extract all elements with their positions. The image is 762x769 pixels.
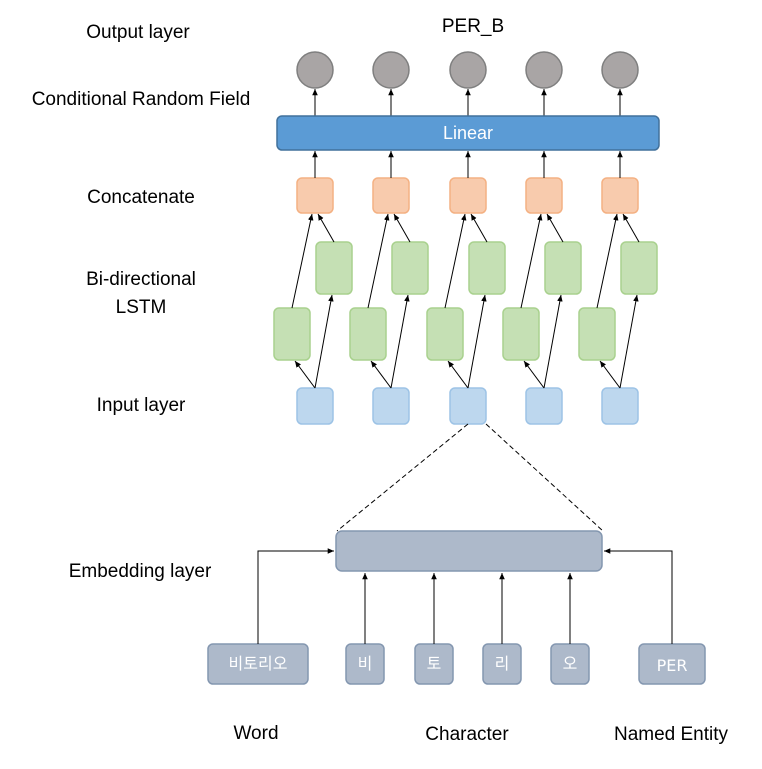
concat-node-4 bbox=[525, 177, 563, 214]
backward-to-concat-arrow-3 bbox=[470, 213, 488, 243]
lstm-forward-node-5 bbox=[578, 307, 616, 361]
lstm-backward-node-1 bbox=[315, 241, 353, 295]
lstm-forward-node-4 bbox=[502, 307, 540, 361]
forward-to-concat-arrow-3 bbox=[444, 213, 467, 309]
lstm-forward-node-2 bbox=[349, 307, 387, 361]
input-to-backward-arrow-1 bbox=[314, 294, 334, 389]
entity-to-embedding-arrow bbox=[604, 548, 673, 644]
forward-to-concat-arrow-5 bbox=[596, 213, 619, 309]
lstm-forward-node-1 bbox=[273, 307, 311, 361]
concatenate-label: Concatenate bbox=[87, 187, 195, 208]
input-to-forward-arrow-2 bbox=[370, 360, 392, 389]
named-entity-label: Named Entity bbox=[614, 724, 729, 745]
sequence-columns bbox=[273, 51, 658, 425]
output-node-3 bbox=[449, 51, 487, 89]
input-layer-label: Input layer bbox=[97, 395, 186, 416]
concat-node-3 bbox=[449, 177, 487, 214]
character-token-label-3: 리 bbox=[495, 654, 510, 673]
output-node-1 bbox=[296, 51, 334, 89]
lstm-backward-node-2 bbox=[391, 241, 429, 295]
forward-to-concat-arrow-2 bbox=[367, 213, 390, 309]
character-token-label-2: 토 bbox=[427, 654, 442, 673]
input-to-backward-arrow-5 bbox=[619, 294, 639, 389]
embedding-layer-label: Embedding layer bbox=[69, 561, 212, 582]
output-node-5 bbox=[601, 51, 639, 89]
forward-to-concat-arrow-1 bbox=[291, 213, 314, 309]
output-layer-label: Output layer bbox=[86, 22, 190, 43]
input-to-backward-arrow-2 bbox=[390, 294, 410, 389]
entity-token-label: PER bbox=[657, 656, 688, 675]
concat-node-1 bbox=[296, 177, 334, 214]
input-node-5 bbox=[601, 387, 639, 425]
backward-to-concat-arrow-4 bbox=[546, 213, 564, 243]
linear-label: Linear bbox=[443, 123, 493, 143]
crf-label: Conditional Random Field bbox=[32, 89, 251, 110]
backward-to-concat-arrow-2 bbox=[393, 213, 411, 243]
input-to-forward-arrow-4 bbox=[523, 360, 545, 389]
character-label: Character bbox=[425, 724, 509, 745]
backward-to-concat-arrow-1 bbox=[317, 213, 335, 243]
word-label: Word bbox=[233, 723, 278, 744]
concat-node-2 bbox=[372, 177, 410, 214]
output-node-4 bbox=[525, 51, 563, 89]
word-to-embedding-arrow bbox=[257, 548, 334, 644]
lstm-backward-node-4 bbox=[544, 241, 582, 295]
input-to-forward-arrow-5 bbox=[599, 360, 621, 389]
input-to-forward-arrow-3 bbox=[447, 360, 469, 389]
input-to-backward-arrow-3 bbox=[467, 294, 487, 389]
projection-right-dashed-line bbox=[485, 423, 604, 532]
projection-left-dashed-line bbox=[336, 423, 469, 532]
embedding-layer-box bbox=[335, 530, 603, 572]
output-node-2 bbox=[372, 51, 410, 89]
backward-to-concat-arrow-5 bbox=[622, 213, 640, 243]
input-node-3 bbox=[449, 387, 487, 425]
word-token-label: 비토리오 bbox=[229, 654, 288, 673]
forward-to-concat-arrow-4 bbox=[520, 213, 543, 309]
character-token-label-1: 비 bbox=[358, 654, 373, 673]
input-node-4 bbox=[525, 387, 563, 425]
input-to-backward-arrow-4 bbox=[543, 294, 563, 389]
lstm-backward-node-3 bbox=[468, 241, 506, 295]
output-tag-label: PER_B bbox=[442, 16, 504, 37]
character-token-label-4: 오 bbox=[563, 654, 578, 673]
concat-node-5 bbox=[601, 177, 639, 214]
input-to-forward-arrow-1 bbox=[294, 360, 316, 389]
bilstm-label-line1: Bi-directional bbox=[86, 269, 196, 290]
bilstm-label-line2: LSTM bbox=[116, 297, 167, 318]
lstm-forward-node-3 bbox=[426, 307, 464, 361]
lstm-backward-node-5 bbox=[620, 241, 658, 295]
input-node-2 bbox=[372, 387, 410, 425]
input-node-1 bbox=[296, 387, 334, 425]
linear-layer-box bbox=[276, 115, 660, 151]
